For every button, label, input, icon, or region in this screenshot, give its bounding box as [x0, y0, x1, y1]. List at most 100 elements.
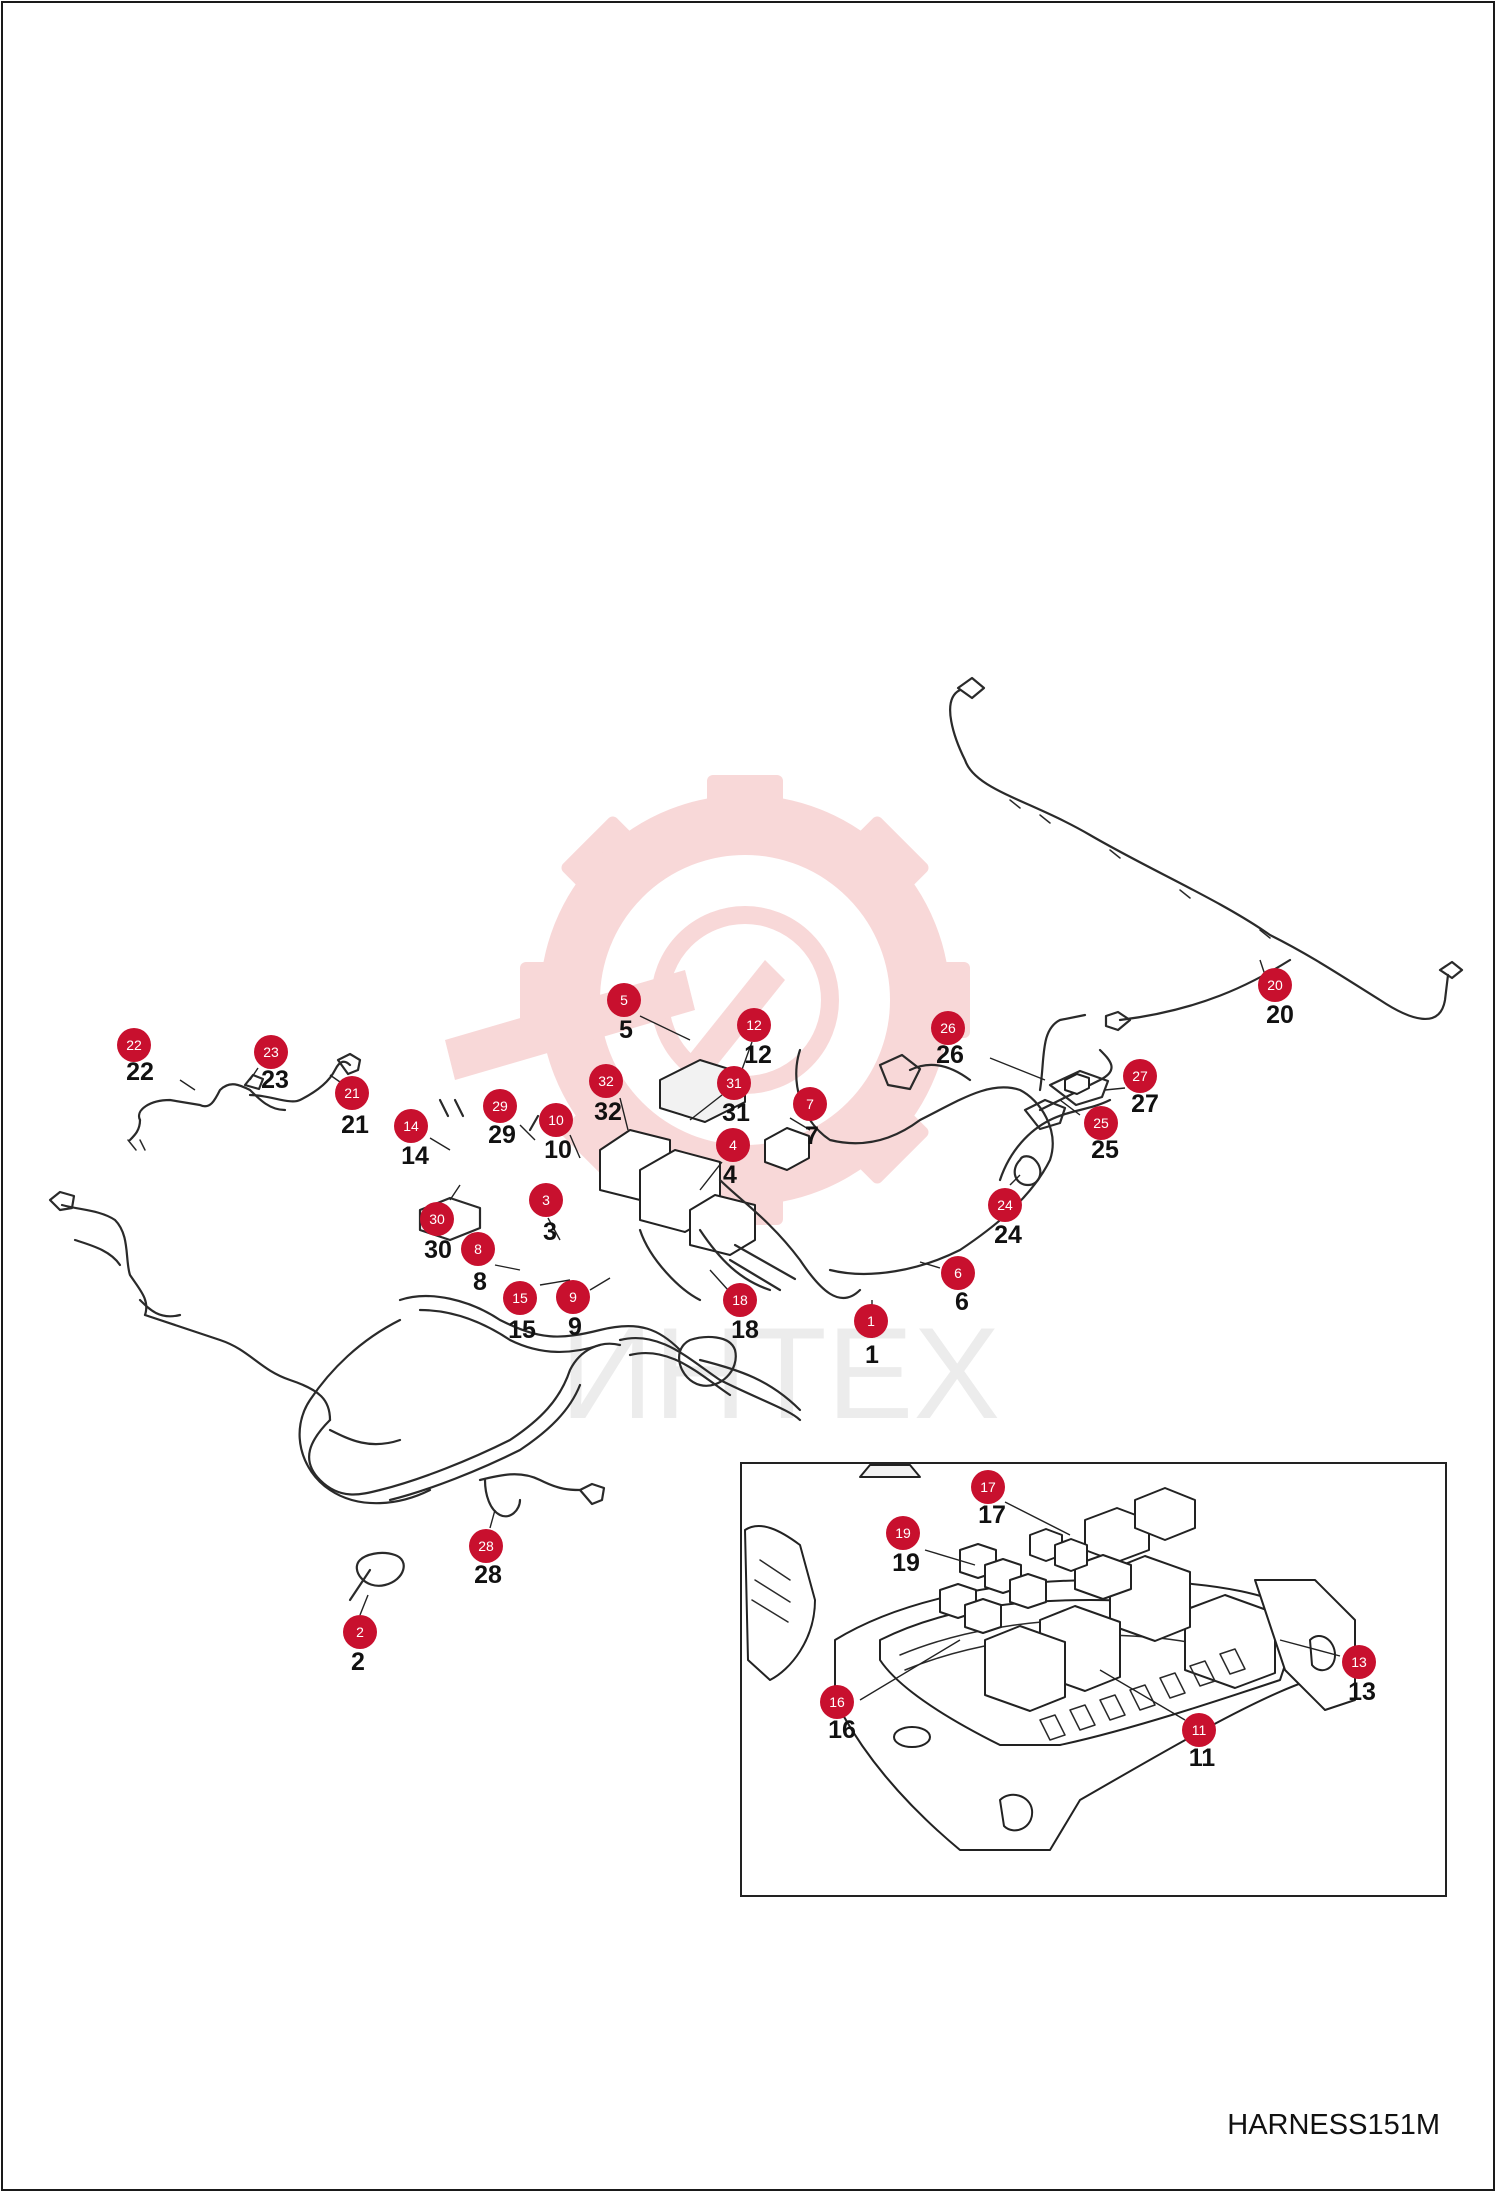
leader-line-26 — [989, 1057, 1046, 1081]
leader-line-8 — [494, 1264, 521, 1271]
callout-number-3: 3 — [542, 1192, 550, 1208]
callout-circle-9 — [556, 1280, 590, 1314]
callout-badge-2: 2 — [343, 1615, 377, 1649]
leader-line-24 — [1009, 1174, 1021, 1186]
callout-number-7: 7 — [806, 1096, 814, 1112]
callout-number-4: 4 — [729, 1137, 737, 1153]
callout-badge-12: 12 — [737, 1008, 771, 1042]
callout-circle-2 — [343, 1615, 377, 1649]
callout-badge-24: 24 — [988, 1188, 1022, 1222]
callout-badge-11: 11 — [1182, 1713, 1216, 1747]
callout-circle-19 — [886, 1516, 920, 1550]
leader-line-13 — [1279, 1639, 1341, 1657]
callout-circle-25 — [1084, 1106, 1118, 1140]
callout-layer: 1122334455667788991010111112121313141415… — [117, 968, 1376, 1772]
callout-number-31: 31 — [726, 1075, 742, 1091]
leader-line-6 — [919, 1261, 941, 1269]
callout-number-11: 11 — [1192, 1722, 1207, 1738]
callout-number-21: 21 — [344, 1085, 360, 1101]
part-label-26: 26 — [936, 1041, 964, 1069]
part-label-28: 28 — [474, 1561, 502, 1589]
callout-badge-21: 21 — [335, 1076, 369, 1110]
part-label-14: 14 — [401, 1142, 429, 1170]
part-label-2: 2 — [351, 1648, 365, 1676]
leader-line-16 — [859, 1639, 961, 1701]
leader-line-10 — [569, 1134, 581, 1159]
part-label-17: 17 — [978, 1501, 1006, 1529]
leader-line-31 — [689, 1094, 723, 1121]
callout-circle-12 — [737, 1008, 771, 1042]
leader-line-14 — [429, 1137, 451, 1151]
part-label-29: 29 — [488, 1121, 516, 1149]
callout-badge-32: 32 — [589, 1064, 623, 1098]
callout-badge-19: 19 — [886, 1516, 920, 1550]
part-label-16: 16 — [828, 1716, 856, 1744]
leader-line-32 — [619, 1097, 629, 1131]
callout-badge-8: 8 — [461, 1232, 495, 1266]
part-label-4: 4 — [723, 1161, 737, 1189]
part-label-10: 10 — [544, 1136, 572, 1164]
callout-badge-16: 16 — [820, 1685, 854, 1719]
part-label-5: 5 — [619, 1016, 633, 1044]
leader-line-15 — [539, 1279, 571, 1286]
callout-badge-25: 25 — [1084, 1106, 1118, 1140]
callout-badge-14: 14 — [394, 1109, 428, 1143]
callout-number-1: 1 — [867, 1313, 875, 1329]
callout-number-14: 14 — [403, 1118, 419, 1134]
callout-circle-26 — [931, 1011, 965, 1045]
callout-circle-6 — [941, 1256, 975, 1290]
callout-circle-3 — [529, 1183, 563, 1217]
callout-badge-4: 4 — [716, 1128, 750, 1162]
leader-line-30 — [449, 1184, 461, 1201]
callout-circle-13 — [1342, 1645, 1376, 1679]
part-label-27: 27 — [1131, 1090, 1159, 1118]
part-label-18: 18 — [731, 1316, 759, 1344]
part-label-31: 31 — [722, 1099, 750, 1127]
callout-number-8: 8 — [474, 1241, 482, 1257]
callout-badge-9: 9 — [556, 1280, 590, 1314]
callout-number-22: 22 — [126, 1037, 142, 1053]
callout-badge-28: 28 — [469, 1529, 503, 1563]
leader-line-18 — [709, 1269, 729, 1291]
callout-badge-7: 7 — [793, 1087, 827, 1121]
callout-circle-22 — [117, 1028, 151, 1062]
part-label-13: 13 — [1348, 1678, 1376, 1706]
callout-number-30: 30 — [429, 1211, 445, 1227]
callout-number-19: 19 — [895, 1525, 911, 1541]
part-label-32: 32 — [594, 1098, 622, 1126]
leader-line-25 — [1059, 1099, 1081, 1116]
leader-line-23 — [249, 1067, 259, 1081]
callout-badge-1: 1 — [854, 1304, 888, 1338]
callout-badge-10: 10 — [539, 1103, 573, 1137]
callout-badge-31: 31 — [717, 1066, 751, 1100]
callout-circle-7 — [793, 1087, 827, 1121]
leader-line-28 — [489, 1509, 496, 1529]
part-label-6: 6 — [955, 1288, 969, 1316]
callout-circle-8 — [461, 1232, 495, 1266]
part-label-8: 8 — [473, 1268, 487, 1296]
callout-circle-11 — [1182, 1713, 1216, 1747]
callout-number-16: 16 — [829, 1694, 845, 1710]
callout-circle-32 — [589, 1064, 623, 1098]
callout-circle-14 — [394, 1109, 428, 1143]
callout-circle-1 — [854, 1304, 888, 1338]
leader-line-17 — [1004, 1501, 1071, 1536]
callout-circle-30 — [420, 1202, 454, 1236]
callout-circle-17 — [971, 1470, 1005, 1504]
part-label-21: 21 — [341, 1111, 369, 1139]
leader-line-19 — [924, 1549, 976, 1566]
callout-number-9: 9 — [569, 1289, 577, 1305]
callout-badge-29: 29 — [483, 1089, 517, 1123]
callout-badge-26: 26 — [931, 1011, 965, 1045]
callout-circle-24 — [988, 1188, 1022, 1222]
callout-badge-20: 20 — [1258, 968, 1292, 1002]
leader-line-2 — [359, 1594, 369, 1616]
callout-number-29: 29 — [492, 1098, 508, 1114]
callout-circle-31 — [717, 1066, 751, 1100]
callout-number-26: 26 — [940, 1020, 956, 1036]
callout-badge-6: 6 — [941, 1256, 975, 1290]
callout-number-18: 18 — [732, 1292, 748, 1308]
inset-fuse-box — [740, 1462, 1447, 1897]
callout-number-17: 17 — [980, 1479, 996, 1495]
